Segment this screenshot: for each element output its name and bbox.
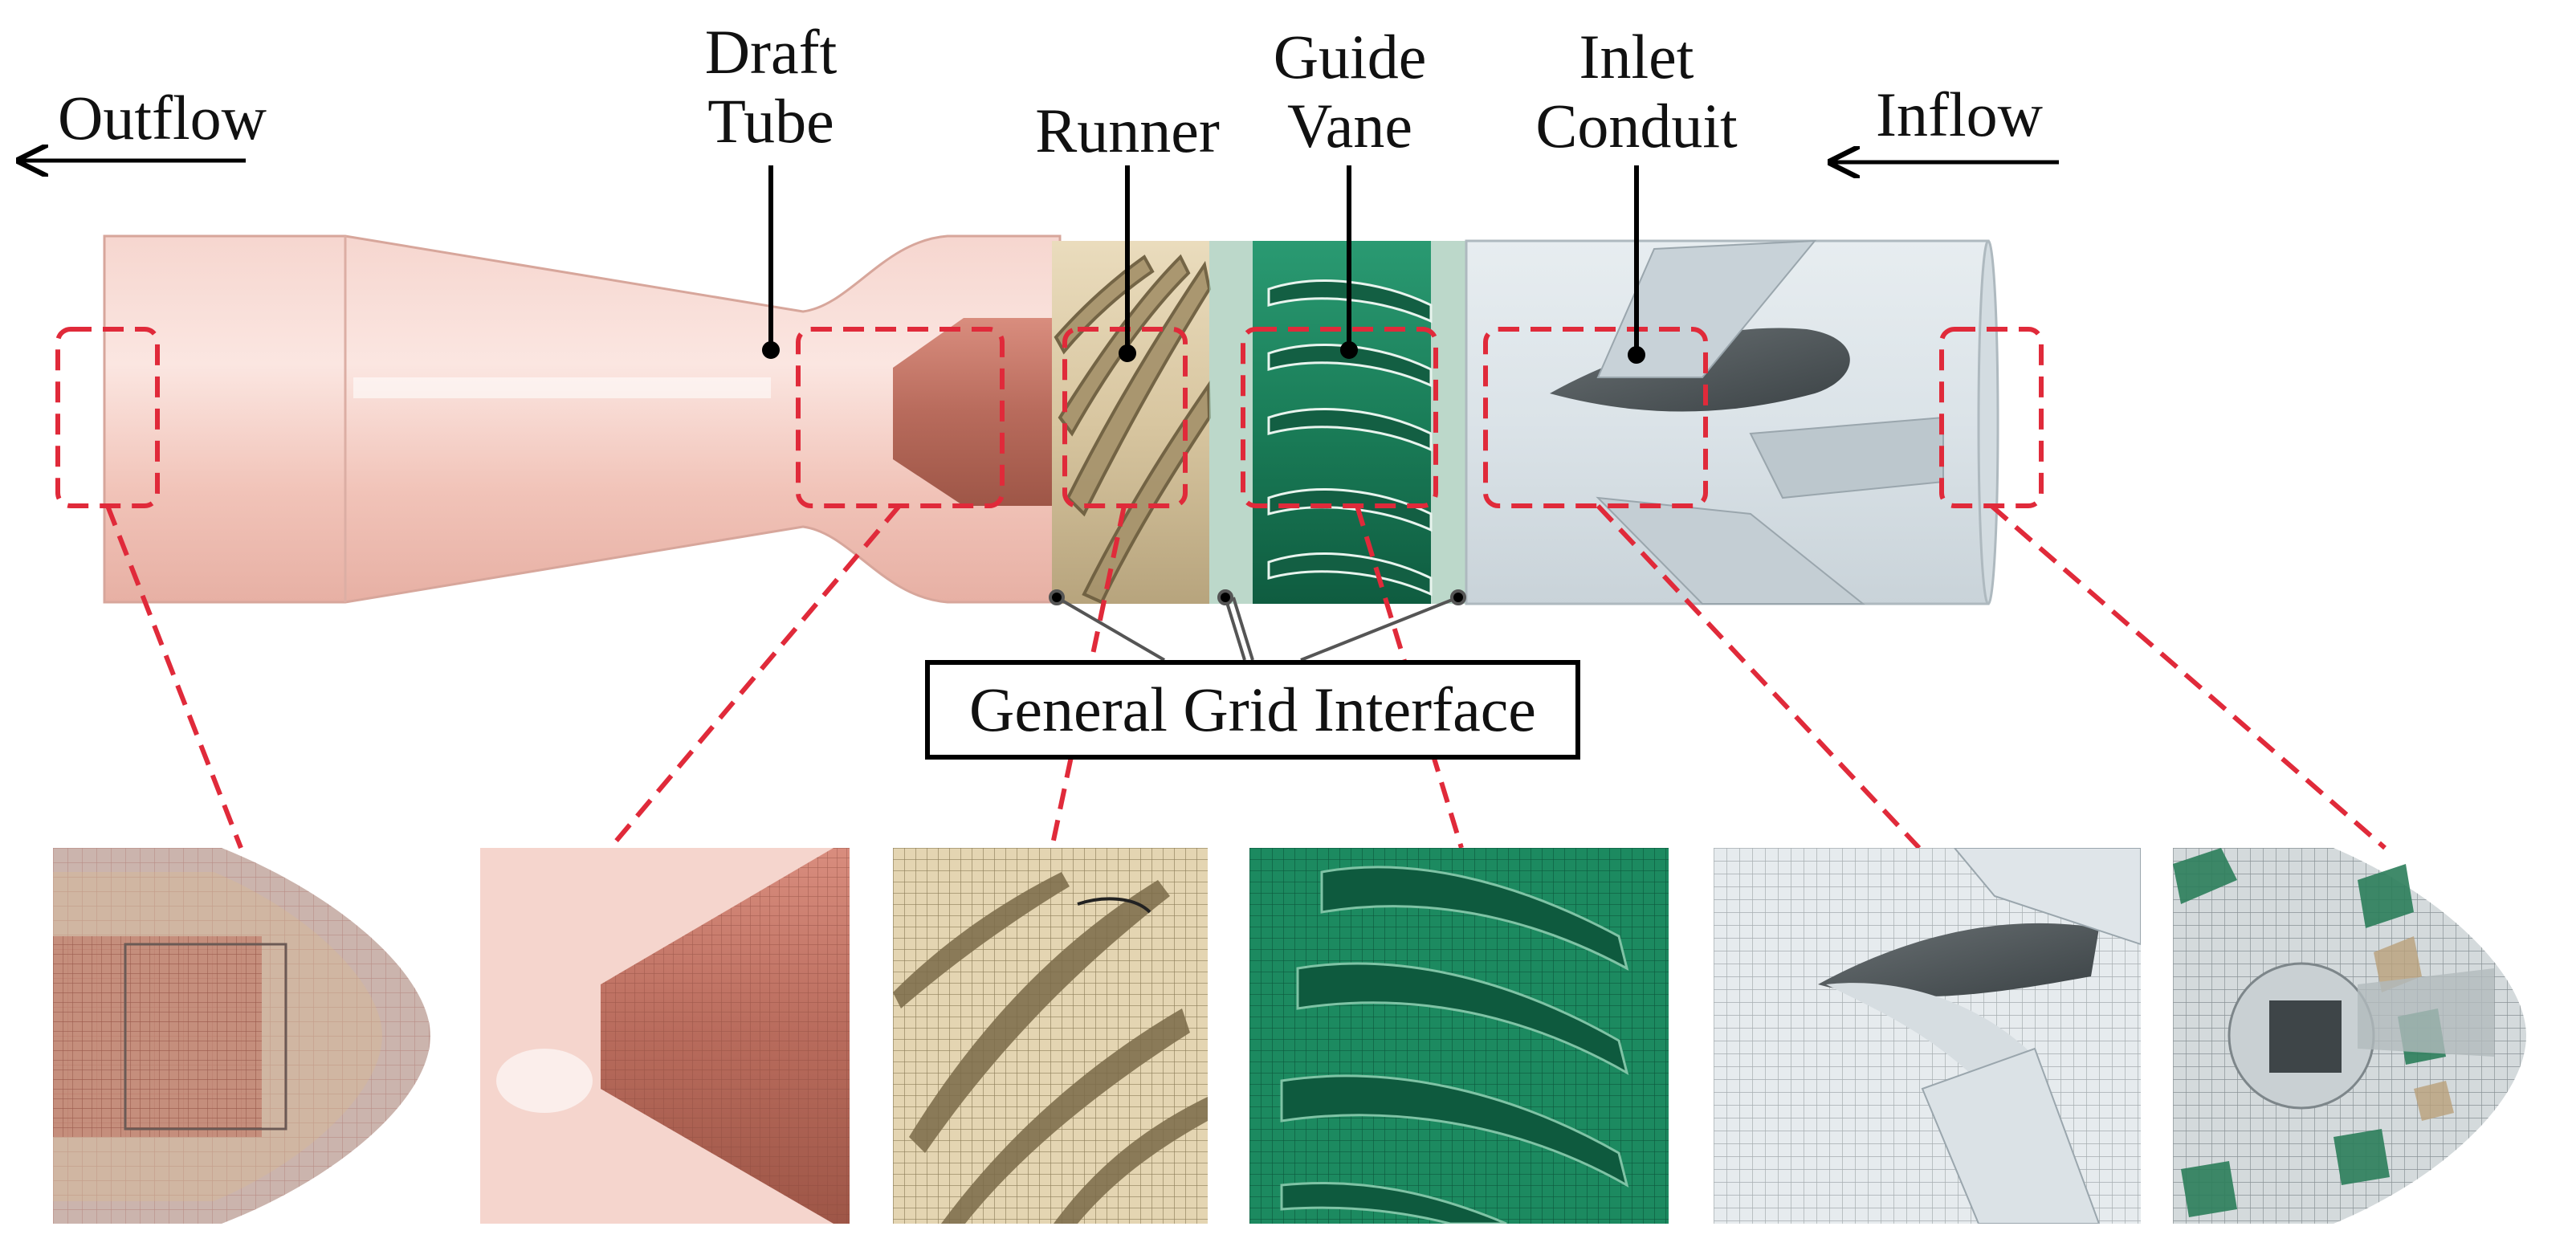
thumb-runner-mesh: [893, 848, 1208, 1224]
label-inlet-conduit: Inlet Conduit: [1516, 22, 1757, 161]
label-draft-tube: Draft Tube: [683, 18, 859, 156]
label-inlet-conduit-line2: Conduit: [1535, 91, 1738, 161]
callout-box-inlet: [1483, 327, 1708, 508]
callout-box-guide-vane: [1241, 327, 1438, 508]
label-guide-vane: Guide Vane: [1249, 22, 1450, 161]
label-draft-tube-line2: Tube: [707, 86, 834, 156]
ggi-leaders: [1049, 589, 1466, 662]
callout-box-cone: [796, 327, 1005, 508]
ggi-label: General Grid Interface: [969, 674, 1536, 744]
label-draft-tube-line1: Draft: [704, 17, 838, 87]
label-outflow: Outflow: [58, 83, 267, 153]
ggi-label-box: General Grid Interface: [925, 660, 1580, 760]
label-leaders: [762, 165, 1645, 364]
label-inflow: Inflow: [1876, 79, 2043, 149]
thumb-guide-vane-mesh: [1249, 848, 1669, 1224]
inlet-struts: [1550, 239, 1944, 605]
thumb-inflow-mesh: [2173, 848, 2526, 1224]
runner-cone: [893, 318, 1060, 506]
label-guide-vane-line1: Guide: [1273, 22, 1427, 92]
guide-vane-blades: [1267, 279, 1433, 597]
label-inlet-conduit-line1: Inlet: [1579, 22, 1694, 92]
label-guide-vane-line2: Vane: [1287, 91, 1412, 161]
label-runner: Runner: [1035, 96, 1220, 165]
thumb-cone-mesh: [480, 848, 850, 1224]
thumb-outflow-mesh: [53, 848, 430, 1224]
draft-tube-highlight: [353, 377, 771, 398]
thumb-inlet-mesh: [1714, 848, 2141, 1224]
